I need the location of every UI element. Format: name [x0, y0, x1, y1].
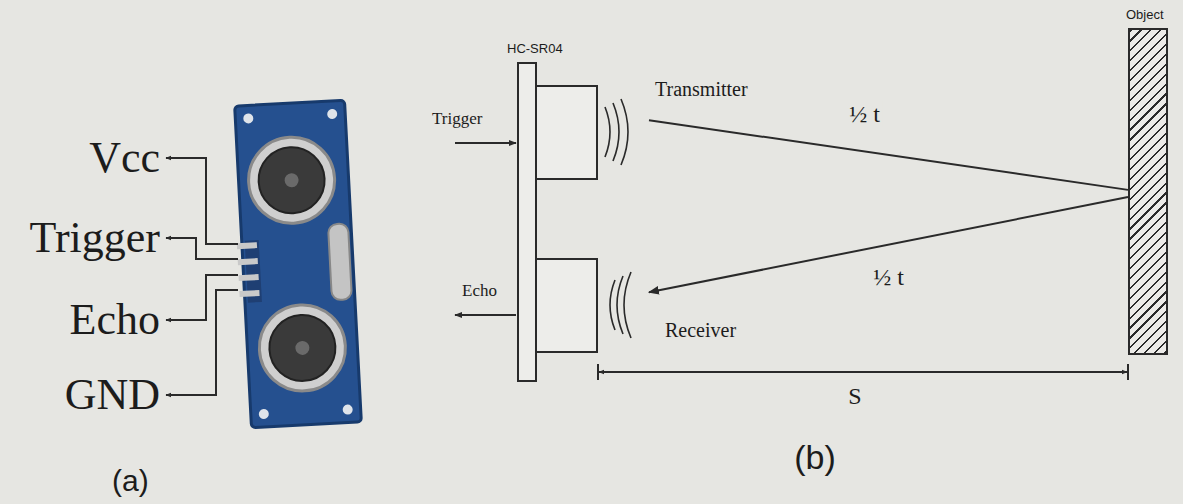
echo-path: [649, 120, 1128, 190]
sensor-module: [230, 100, 362, 428]
signal-name: Echo: [462, 282, 522, 299]
echo-arrow: [455, 314, 516, 316]
pin-name: Trigger: [0, 216, 160, 260]
pin-leader-lines: [166, 158, 238, 395]
node-title: HC-SR04: [507, 42, 563, 55]
transmitter-outline: [537, 85, 649, 180]
pin-name: Echo: [0, 298, 160, 342]
receiver-outline: [537, 258, 649, 353]
signal-name: Trigger: [432, 110, 522, 127]
receiver-box: Receiver: [537, 258, 649, 353]
pin-name: GND: [0, 373, 160, 417]
transmitter-box: Transmitter: [537, 85, 649, 180]
node-title: Transmitter: [655, 79, 748, 99]
panel-label: (b): [780, 440, 850, 474]
node-title: Receiver: [665, 320, 736, 340]
sensor-board: HC-SR04: [517, 62, 537, 382]
trigger-arrow: [455, 142, 516, 144]
time-label: ½ t: [846, 101, 883, 127]
panel-label: (a): [112, 466, 172, 496]
distance-dimension: [598, 364, 1128, 380]
node-title: Object: [1126, 8, 1164, 21]
object-wall: Object: [1128, 28, 1168, 355]
pin-name: Vcc: [0, 136, 160, 180]
distance-label: S: [830, 384, 880, 408]
time-label: ½ t: [870, 264, 907, 290]
echo-path: [649, 197, 1128, 292]
